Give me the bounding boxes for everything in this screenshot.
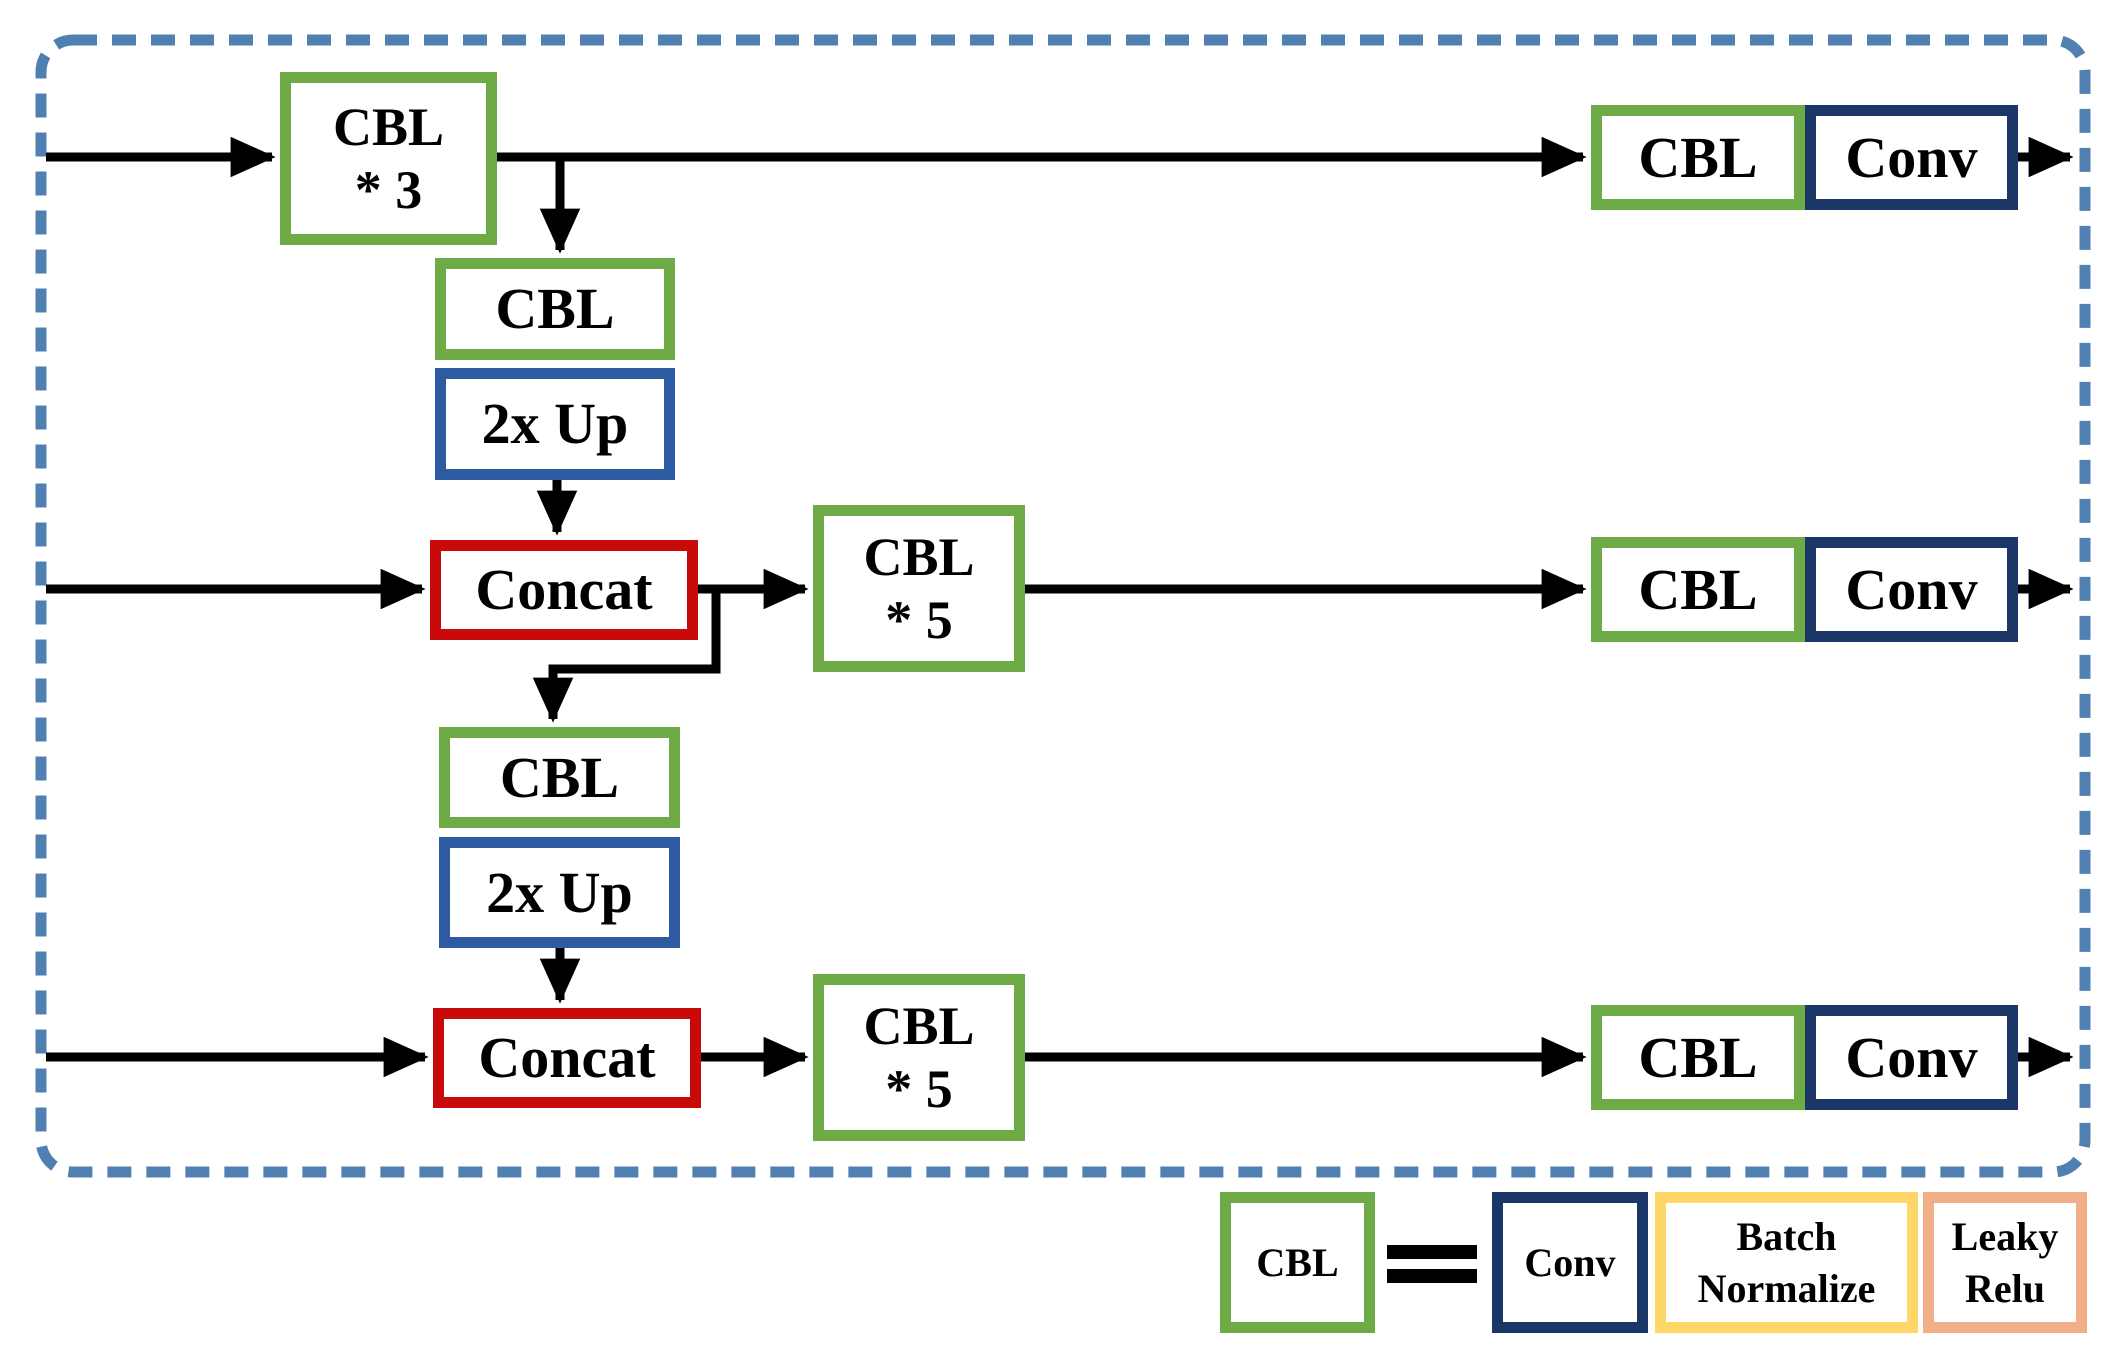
block-label: CBL: [1638, 556, 1758, 622]
block-label-line1: CBL: [863, 995, 975, 1056]
block-label-line1: CBL: [332, 96, 445, 157]
block-out1-conv: Conv: [1805, 105, 2018, 210]
block-label: CBL: [495, 276, 615, 341]
legend-batch-label-line1: Batch: [1736, 1213, 1837, 1259]
equals-bar-top: [1387, 1245, 1477, 1259]
block-cbl-2: CBL: [439, 727, 680, 828]
block-cbl-x5-2: CBL * 5: [813, 974, 1025, 1141]
block-label: CBL: [1638, 1024, 1758, 1090]
block-out3-cbl: CBL: [1591, 1005, 1805, 1110]
block-label: Conv: [1845, 556, 1978, 622]
block-out1-cbl: CBL: [1591, 105, 1805, 210]
legend-batch-normalize-box: Batch Normalize: [1655, 1192, 1918, 1333]
block-cbl-x5-1: CBL * 5: [813, 505, 1025, 672]
block-label: 2x Up: [486, 859, 633, 925]
block-label-line2: * 3: [354, 159, 423, 220]
block-label: Conv: [1845, 124, 1978, 190]
block-label: CBL: [499, 744, 620, 810]
equals-bar-bottom: [1387, 1269, 1477, 1283]
legend-conv-label: Conv: [1524, 1239, 1616, 1285]
dashed-boundary: [35, 34, 2091, 1178]
block-label-line2: * 5: [885, 589, 953, 650]
block-upsample-1: 2x Up: [435, 368, 675, 480]
block-out2-conv: Conv: [1805, 537, 2018, 642]
block-out2-cbl: CBL: [1591, 537, 1805, 642]
equals-icon: [1387, 1245, 1477, 1283]
block-label: CBL: [1638, 124, 1758, 190]
legend-leaky-relu-box: Leaky Relu: [1923, 1192, 2087, 1333]
block-concat-2: Concat: [433, 1008, 701, 1108]
edge-concat1-branch-to-cbl2: [532, 589, 721, 723]
legend-batch-label-line2: Normalize: [1697, 1265, 1876, 1311]
block-upsample-2: 2x Up: [439, 837, 680, 948]
block-label: 2x Up: [481, 391, 629, 456]
block-cbl-x3: CBL * 3: [280, 72, 497, 245]
block-label-line2: * 5: [885, 1058, 953, 1119]
block-out3-conv: Conv: [1805, 1005, 2018, 1110]
legend-leaky-label-line1: Leaky: [1951, 1213, 2059, 1259]
block-label: Conv: [1845, 1024, 1978, 1090]
block-label-line1: CBL: [863, 526, 975, 587]
legend-cbl-label: CBL: [1256, 1239, 1339, 1285]
block-cbl-1: CBL: [435, 258, 675, 360]
legend-leaky-label-line2: Relu: [1965, 1265, 2045, 1311]
block-label: Concat: [478, 1025, 656, 1090]
legend-conv-box: Conv: [1492, 1192, 1648, 1333]
block-concat-1: Concat: [430, 540, 698, 640]
legend-cbl-box: CBL: [1220, 1192, 1375, 1333]
block-label: Concat: [475, 557, 653, 622]
